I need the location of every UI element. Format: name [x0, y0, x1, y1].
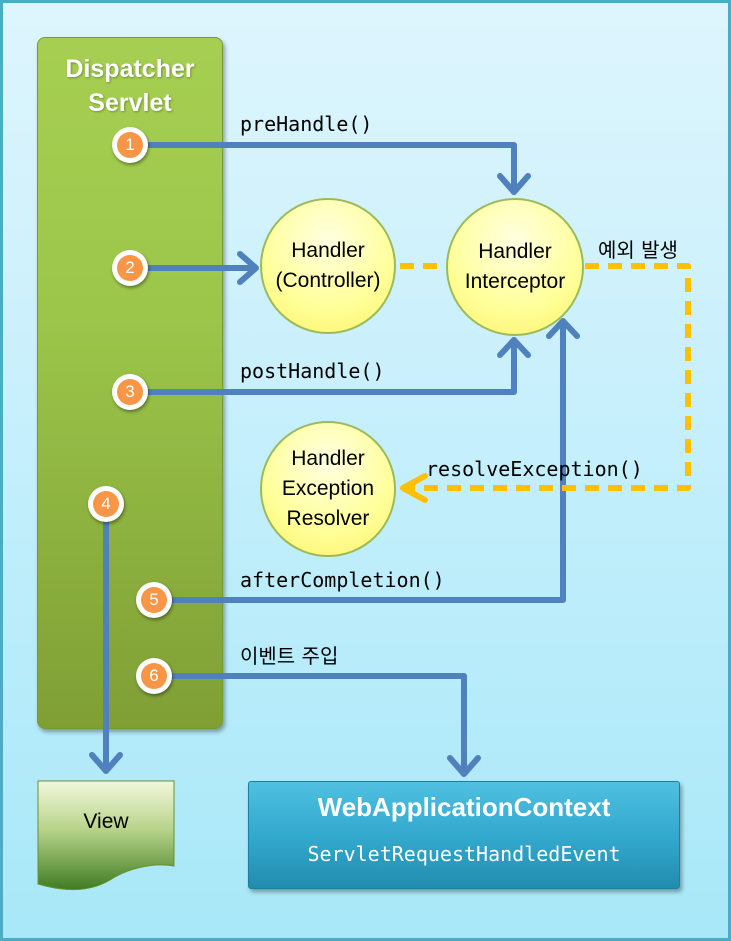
step-badge-4: 4 [88, 486, 124, 522]
prehandle-label: preHandle() [240, 112, 373, 136]
handler-call-arrowhead [237, 251, 259, 285]
handler-interceptor-node: Handler Interceptor [446, 198, 584, 336]
handler-line2: (Controller) [275, 269, 381, 292]
exception-path [405, 263, 691, 491]
step-number: 5 [141, 587, 167, 613]
dispatcher-servlet-title-line1: Dispatcher [65, 55, 195, 83]
step-badge-2: 2 [112, 250, 148, 286]
web-application-context-box: WebApplicationContext ServletRequestHand… [248, 781, 680, 889]
posthandle-label: postHandle() [240, 359, 385, 383]
event-inject-label: 이벤트 주입 [240, 644, 339, 668]
aftercompletion-arrow [169, 319, 566, 603]
step-badge-1: 1 [112, 127, 148, 163]
step-badge-5: 5 [136, 582, 172, 618]
step-number: 4 [93, 491, 119, 517]
step-number: 3 [117, 379, 143, 405]
step-badge-3: 3 [112, 374, 148, 410]
prehandle-arrowhead [497, 173, 531, 195]
view-arrowhead [89, 752, 123, 774]
exception-resolver-node: Handler Exception Resolver [260, 421, 396, 557]
resolver-line3: Resolver [286, 507, 370, 530]
exception-occurred-label: 예외 발생 [598, 238, 678, 262]
aftercompletion-arrowhead [546, 318, 580, 339]
resolve-exception-label: resolveException() [426, 457, 643, 481]
event-arrowhead [447, 755, 481, 777]
resolve-arrowhead [400, 473, 428, 503]
handler-line1: Handler [291, 239, 365, 262]
posthandle-arrowhead [497, 337, 531, 358]
handler-controller-node: Handler (Controller) [260, 198, 396, 334]
resolver-line1: Handler [291, 447, 365, 470]
interceptor-line2: Interceptor [464, 270, 566, 293]
web-application-context-title: WebApplicationContext [317, 792, 611, 822]
event-arrow [169, 673, 467, 776]
prehandle-arrow [145, 142, 517, 195]
dispatcher-servlet-title-line2: Servlet [88, 89, 172, 117]
resolver-line2: Exception [281, 477, 375, 500]
step-number: 1 [117, 132, 143, 158]
step-number: 6 [141, 663, 167, 689]
posthandle-arrow [145, 337, 517, 395]
interceptor-line1: Handler [478, 240, 552, 263]
aftercompletion-label: afterCompletion() [240, 568, 445, 592]
step-badge-6: 6 [136, 658, 172, 694]
step-number: 2 [117, 255, 143, 281]
view-document [37, 780, 175, 891]
dispatcher-servlet-title: Dispatcher Servlet [38, 52, 222, 120]
view-label: View [83, 810, 129, 833]
servlet-request-handled-event: ServletRequestHandledEvent [307, 842, 621, 866]
